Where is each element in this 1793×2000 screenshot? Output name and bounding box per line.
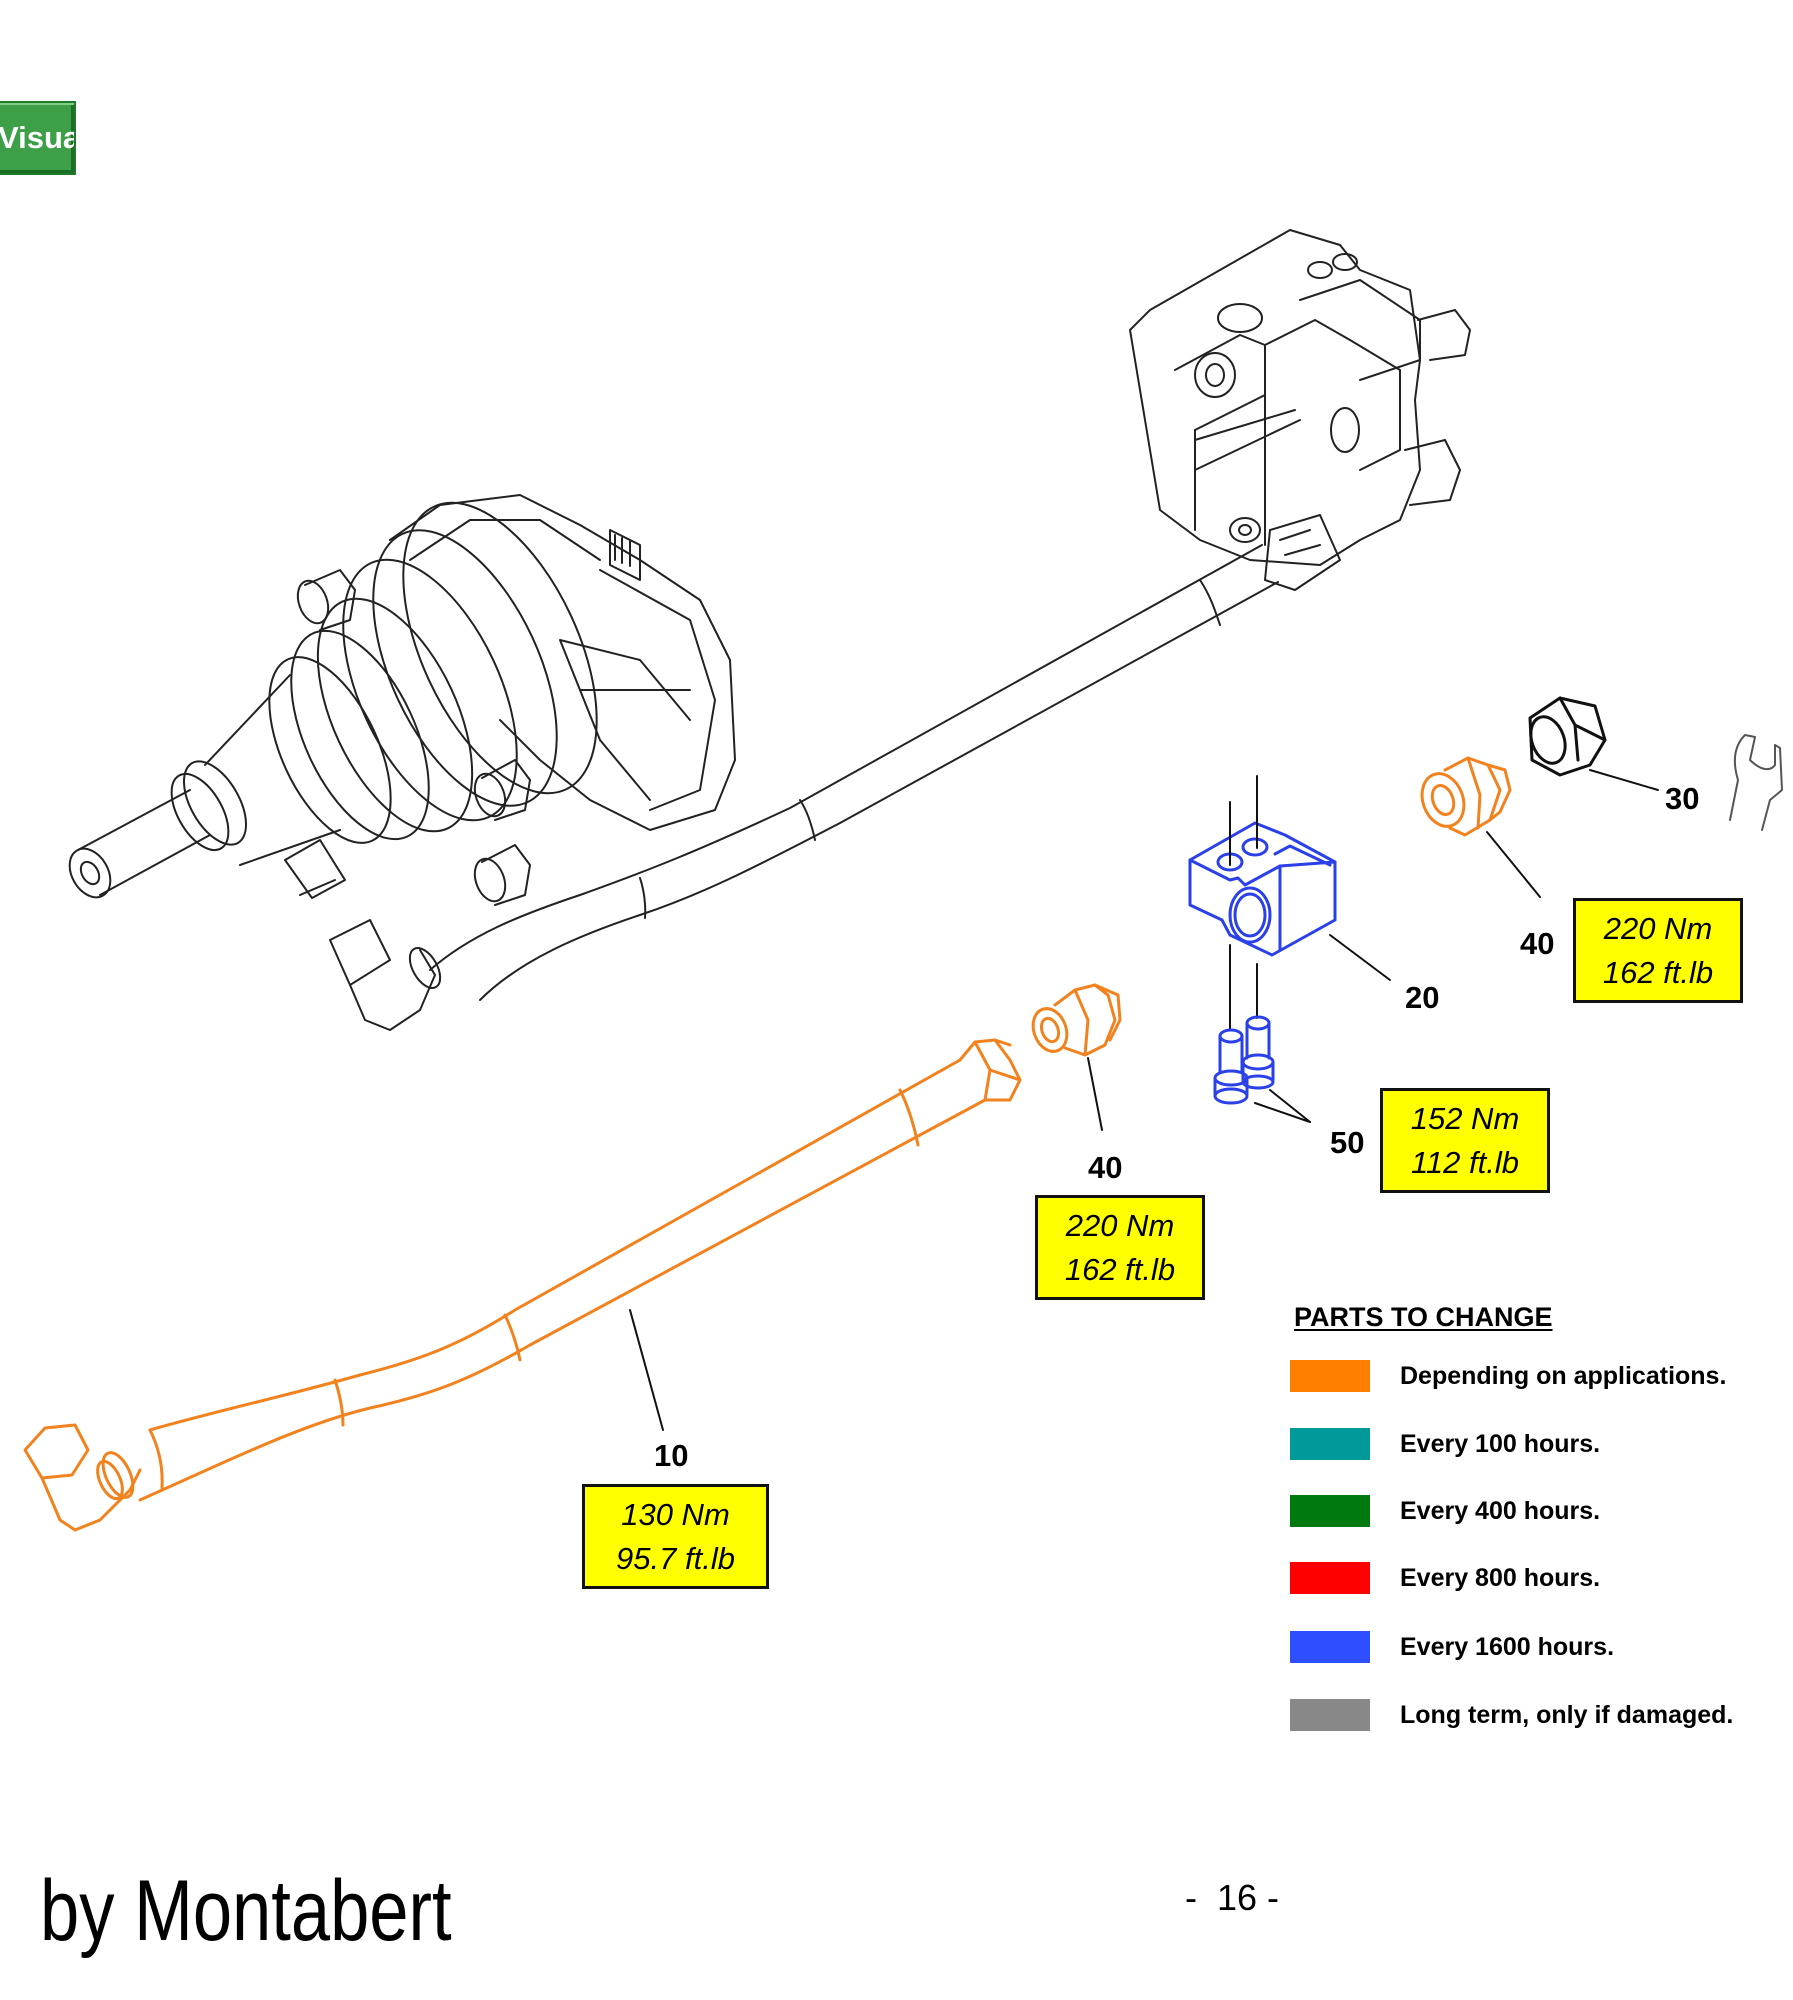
part-50-bolts-illustration xyxy=(1213,1015,1275,1105)
legend-label: Every 800 hours. xyxy=(1400,1563,1601,1592)
legend-swatch-blue xyxy=(1290,1631,1370,1663)
legend-item: Every 800 hours. xyxy=(1290,1561,1600,1595)
legend-item: Every 400 hours. xyxy=(1290,1494,1600,1528)
visual-nav-button[interactable]: Visual xyxy=(0,101,76,175)
torque-nm: 220 Nm xyxy=(1065,1208,1175,1243)
legend-item: Every 1600 hours. xyxy=(1290,1630,1614,1664)
legend-label: Depending on applications. xyxy=(1400,1361,1727,1390)
callout-20: 20 xyxy=(1405,980,1440,1015)
legend-label: Every 100 hours. xyxy=(1400,1429,1601,1458)
torque-ftlb: 95.7 ft.lb xyxy=(616,1541,735,1576)
torque-box-40-right: 220 Nm 162 ft.lb xyxy=(1573,898,1743,1003)
parts-to-change-legend: PARTS TO CHANGE Depending on application… xyxy=(1290,1302,1770,1731)
torque-box-40-center: 220 Nm 162 ft.lb xyxy=(1035,1195,1205,1300)
valve-block-illustration xyxy=(1129,229,1471,591)
legend-item: Depending on applications. xyxy=(1290,1359,1726,1393)
legend-item: Every 100 hours. xyxy=(1290,1427,1600,1461)
torque-ftlb: 162 ft.lb xyxy=(1064,1252,1176,1287)
legend-item: Long term, only if damaged. xyxy=(1290,1698,1733,1732)
callout-40-right: 40 xyxy=(1520,926,1555,961)
callout-50: 50 xyxy=(1330,1125,1365,1160)
pump-assembly-illustration xyxy=(68,494,736,906)
leader-line-10 xyxy=(629,1309,664,1431)
callout-40-center: 40 xyxy=(1088,1150,1123,1185)
legend-swatch-orange xyxy=(1290,1360,1370,1392)
callout-10: 10 xyxy=(654,1438,689,1473)
part-20-block-illustration xyxy=(1188,821,1337,957)
leader-line-40-center xyxy=(1087,1057,1103,1131)
torque-ftlb: 162 ft.lb xyxy=(1602,955,1714,990)
torque-nm: 152 Nm xyxy=(1410,1101,1520,1136)
wrench-icon xyxy=(1729,734,1783,831)
torque-box-50: 152 Nm 112 ft.lb xyxy=(1380,1088,1550,1193)
legend-label: Every 1600 hours. xyxy=(1400,1632,1615,1661)
page-number: - 16 - xyxy=(1185,1877,1280,1918)
legend-title: PARTS TO CHANGE xyxy=(1294,1302,1553,1332)
part-10-hose-illustration xyxy=(23,1038,1022,1532)
part-50-leader-lines xyxy=(1254,1089,1311,1123)
legend-swatch-teal xyxy=(1290,1428,1370,1460)
black-hose-illustration xyxy=(329,544,1279,1031)
torque-box-10: 130 Nm 95.7 ft.lb xyxy=(582,1484,769,1589)
part-30-nut-illustration xyxy=(1528,696,1607,777)
torque-nm: 220 Nm xyxy=(1603,911,1713,946)
callout-30: 30 xyxy=(1665,781,1700,816)
legend-swatch-green xyxy=(1290,1495,1370,1527)
leader-line-40-right xyxy=(1486,831,1541,898)
part-40-right-fitting-illustration xyxy=(1420,756,1512,837)
torque-ftlb: 112 ft.lb xyxy=(1410,1145,1519,1180)
legend-swatch-gray xyxy=(1290,1699,1370,1731)
legend-label: Every 400 hours. xyxy=(1400,1496,1601,1525)
footer-brand: by Montabert xyxy=(40,1863,452,1959)
part-40-center-fitting-illustration xyxy=(1031,983,1122,1057)
leader-line-30 xyxy=(1589,769,1659,791)
legend-swatch-red xyxy=(1290,1562,1370,1594)
torque-nm: 130 Nm xyxy=(621,1497,730,1532)
part-20-leader-lines xyxy=(1229,775,1391,1031)
legend-label: Long term, only if damaged. xyxy=(1400,1700,1734,1729)
